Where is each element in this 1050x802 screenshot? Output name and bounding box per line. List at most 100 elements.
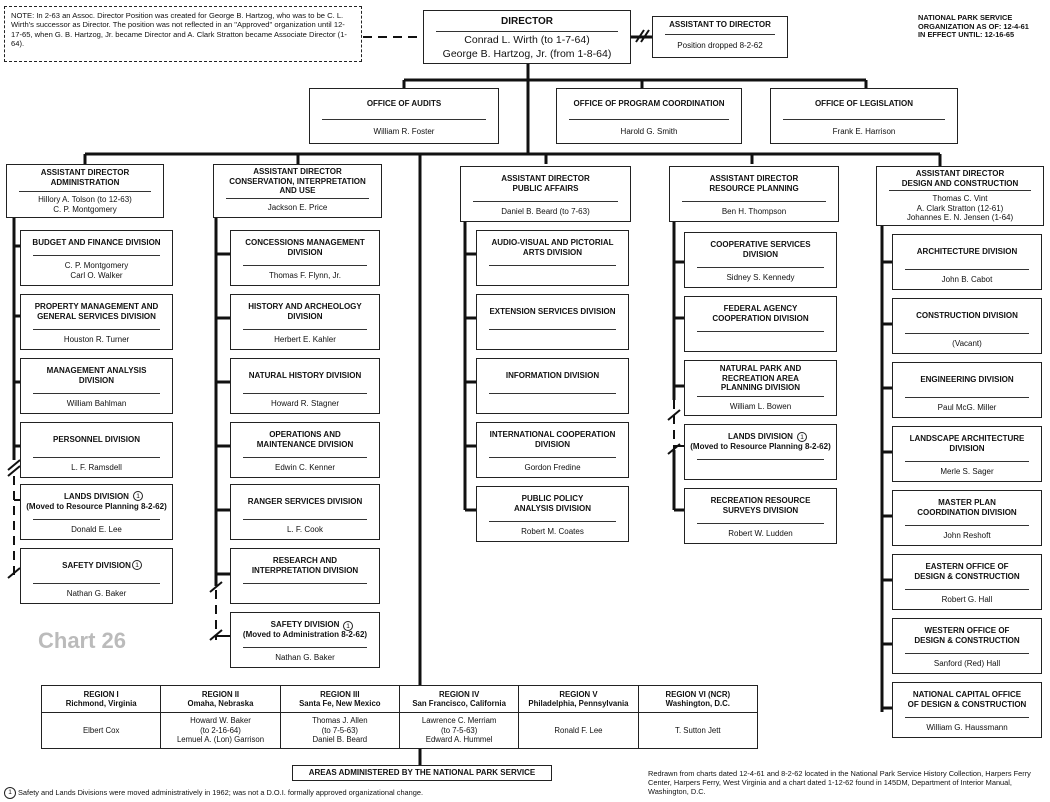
asst-director-title: ASSISTANT DIRECTOR CONSERVATION, INTERPR… xyxy=(229,167,366,196)
asst-director-title: ASSISTANT DIRECTOR DESIGN AND CONSTRUCTI… xyxy=(901,169,1019,188)
division-person: Nathan G. Baker xyxy=(275,653,335,662)
asst-director-person: Daniel B. Beard (to 7-63) xyxy=(501,207,590,216)
division-title: OPERATIONS AND MAINTENANCE DIVISION xyxy=(256,429,354,449)
division-person: Thomas F. Flynn, Jr. xyxy=(268,271,342,280)
division-title: SAFETY DIVISION xyxy=(62,560,131,570)
asst-director-design-construction: ASSISTANT DIRECTOR DESIGN AND CONSTRUCTI… xyxy=(876,166,1044,226)
region-cell: REGION V Philadelphia, Pennsylvania Rona… xyxy=(519,686,639,748)
division-person: Paul McG. Miller xyxy=(937,403,997,412)
division-extension-services: EXTENSION SERVICES DIVISION xyxy=(476,294,629,350)
division-cooperative-services: COOPERATIVE SERVICES DIVISION Sidney S. … xyxy=(684,232,837,288)
chart-label: Chart 26 xyxy=(38,628,127,653)
region-title: REGION IV San Francisco, California xyxy=(399,686,519,713)
division-person: L. F. Cook xyxy=(286,525,323,534)
division-concessions: CONCESSIONS MANAGEMENT DIVISION Thomas F… xyxy=(230,230,380,286)
division-title: HISTORY AND ARCHEOLOGY DIVISION xyxy=(248,301,362,321)
asst-director-public-affairs: ASSISTANT DIRECTOR PUBLIC AFFAIRS Daniel… xyxy=(460,166,631,222)
region-cell: REGION III Santa Fe, New Mexico Thomas J… xyxy=(280,686,400,748)
asst-director-title: ASSISTANT DIRECTOR RESOURCE PLANNING xyxy=(709,173,799,193)
division-architecture: ARCHITECTURE DIVISION John B. Cabot xyxy=(892,234,1042,290)
division-person: (Vacant) xyxy=(952,339,982,348)
division-property-management: PROPERTY MANAGEMENT AND GENERAL SERVICES… xyxy=(20,294,173,350)
footnote-marker-icon: 1 xyxy=(343,621,353,631)
division-person: William Bahlman xyxy=(66,399,127,408)
division-title: SAFETY DIVISION (Moved to Administration… xyxy=(242,619,368,639)
office-person: William R. Foster xyxy=(373,127,435,136)
region-title: REGION VI (NCR) Washington, D.C. xyxy=(638,686,757,713)
division-budget-finance: BUDGET AND FINANCE DIVISION C. P. Montgo… xyxy=(20,230,173,286)
division-person: Robert M. Coates xyxy=(521,527,584,536)
division-personnel: PERSONNEL DIVISION L. F. Ramsdell xyxy=(20,422,173,478)
region-cell: REGION VI (NCR) Washington, D.C. T. Sutt… xyxy=(638,686,757,748)
office-box-legislation: OFFICE OF LEGISLATION Frank E. Harrison xyxy=(770,88,958,144)
division-person: C. P. Montgomery Carl O. Walker xyxy=(64,261,129,280)
division-title: ARCHITECTURE DIVISION xyxy=(916,246,1018,256)
asst-director-resource-planning: ASSISTANT DIRECTOR RESOURCE PLANNING Ben… xyxy=(669,166,839,222)
region-person: Howard W. Baker (to 2-16-64) Lemuel A. (… xyxy=(176,715,265,745)
division-person xyxy=(477,394,628,413)
division-person: Herbert E. Kahler xyxy=(274,335,336,344)
division-title: CONSTRUCTION DIVISION xyxy=(916,310,1018,320)
division-safety-conservation: SAFETY DIVISION (Moved to Administration… xyxy=(230,612,380,668)
division-person xyxy=(477,266,628,285)
footnote-marker-icon: 1 xyxy=(132,560,142,570)
division-person: Donald E. Lee xyxy=(71,525,122,534)
division-safety-admin: SAFETY DIVISION Nathan G. Baker xyxy=(20,548,173,604)
division-title: CONCESSIONS MANAGEMENT DIVISION xyxy=(245,237,365,257)
division-national-capital-office: NATIONAL CAPITAL OFFICE OF DESIGN & CONS… xyxy=(892,682,1042,738)
asst-director-person: Thomas C. Vint A. Clark Stratton (12-61)… xyxy=(906,194,1014,222)
division-person: Gordon Fredine xyxy=(524,463,581,472)
division-title: EASTERN OFFICE OF DESIGN & CONSTRUCTION xyxy=(914,561,1020,581)
footnote-marker-icon: 1 xyxy=(133,491,143,501)
division-engineering: ENGINEERING DIVISION Paul McG. Miller xyxy=(892,362,1042,418)
assistant-to-director-box: ASSISTANT TO DIRECTOR Position dropped 8… xyxy=(652,16,788,58)
division-natural-park-planning: NATURAL PARK AND RECREATION AREA PLANNIN… xyxy=(684,360,837,416)
division-recreation-resource: RECREATION RESOURCE SURVEYS DIVISION Rob… xyxy=(684,488,837,544)
division-person: Edwin C. Kenner xyxy=(274,463,336,472)
division-research-interpretation: RESEARCH AND INTERPRETATION DIVISION xyxy=(230,548,380,604)
division-person xyxy=(685,332,836,351)
director-line1: Conrad L. Wirth (to 1-7-64) xyxy=(464,34,590,47)
region-title: REGION V Philadelphia, Pennsylvania xyxy=(519,686,638,713)
division-federal-agency: FEDERAL AGENCY COOPERATION DIVISION xyxy=(684,296,837,352)
region-cell: REGION I Richmond, Virginia Elbert Cox xyxy=(42,686,162,748)
division-ranger-services: RANGER SERVICES DIVISION L. F. Cook xyxy=(230,484,380,540)
office-box-audits: OFFICE OF AUDITS William R. Foster xyxy=(309,88,499,144)
division-title: RESEARCH AND INTERPRETATION DIVISION xyxy=(251,555,359,575)
division-master-plan: MASTER PLAN COORDINATION DIVISION John R… xyxy=(892,490,1042,546)
division-title: LANDS DIVISION (Moved to Resource Planni… xyxy=(690,431,831,451)
division-title: FEDERAL AGENCY COOPERATION DIVISION xyxy=(712,303,809,323)
division-title: AUDIO-VISUAL AND PICTORIAL ARTS DIVISION xyxy=(491,237,614,257)
areas-box: AREAS ADMINISTERED BY THE NATIONAL PARK … xyxy=(292,765,552,781)
division-audio-visual: AUDIO-VISUAL AND PICTORIAL ARTS DIVISION xyxy=(476,230,629,286)
division-management-analysis: MANAGEMENT ANALYSIS DIVISION William Bah… xyxy=(20,358,173,414)
division-operations-maintenance: OPERATIONS AND MAINTENANCE DIVISION Edwi… xyxy=(230,422,380,478)
assistant-title: ASSISTANT TO DIRECTOR xyxy=(669,20,771,29)
division-title: INFORMATION DIVISION xyxy=(505,370,600,380)
division-person xyxy=(685,460,836,479)
region-person: Thomas J. Allen (to 7-5-63) Daniel B. Be… xyxy=(312,715,368,745)
division-title: MASTER PLAN COORDINATION DIVISION xyxy=(917,497,1017,517)
region-person: T. Sutton Jett xyxy=(675,725,721,735)
division-person: Howard R. Stagner xyxy=(270,399,340,408)
division-title: PERSONNEL DIVISION xyxy=(53,434,140,444)
division-natural-history: NATURAL HISTORY DIVISION Howard R. Stagn… xyxy=(230,358,380,414)
asst-director-person: Hillory A. Tolson (to 12-63) C. P. Montg… xyxy=(38,195,132,215)
division-lands-resource: LANDS DIVISION (Moved to Resource Planni… xyxy=(684,424,837,480)
division-title: COOPERATIVE SERVICES DIVISION xyxy=(710,239,811,259)
division-western-office: WESTERN OFFICE OF DESIGN & CONSTRUCTION … xyxy=(892,618,1042,674)
division-title: NATURAL PARK AND RECREATION AREA PLANNIN… xyxy=(719,364,802,393)
division-international-cooperation: INTERNATIONAL COOPERATION DIVISION Gordo… xyxy=(476,422,629,478)
assistant-person: Position dropped 8-2-62 xyxy=(677,41,763,51)
office-title: OFFICE OF PROGRAM COORDINATION xyxy=(573,98,725,108)
asst-director-title: ASSISTANT DIRECTOR ADMINISTRATION xyxy=(40,168,130,187)
division-public-policy: PUBLIC POLICY ANALYSIS DIVISION Robert M… xyxy=(476,486,629,542)
region-person: Lawrence C. Merriam (to 7-5-63) Edward A… xyxy=(421,715,497,745)
division-title: NATIONAL CAPITAL OFFICE OF DESIGN & CONS… xyxy=(907,689,1027,709)
director-line2: George B. Hartzog, Jr. (from 1-8-64) xyxy=(442,47,612,60)
asst-director-title: ASSISTANT DIRECTOR PUBLIC AFFAIRS xyxy=(501,173,590,193)
office-title: OFFICE OF AUDITS xyxy=(366,98,442,108)
region-person: Elbert Cox xyxy=(82,725,120,735)
division-title: PUBLIC POLICY ANALYSIS DIVISION xyxy=(513,493,592,513)
